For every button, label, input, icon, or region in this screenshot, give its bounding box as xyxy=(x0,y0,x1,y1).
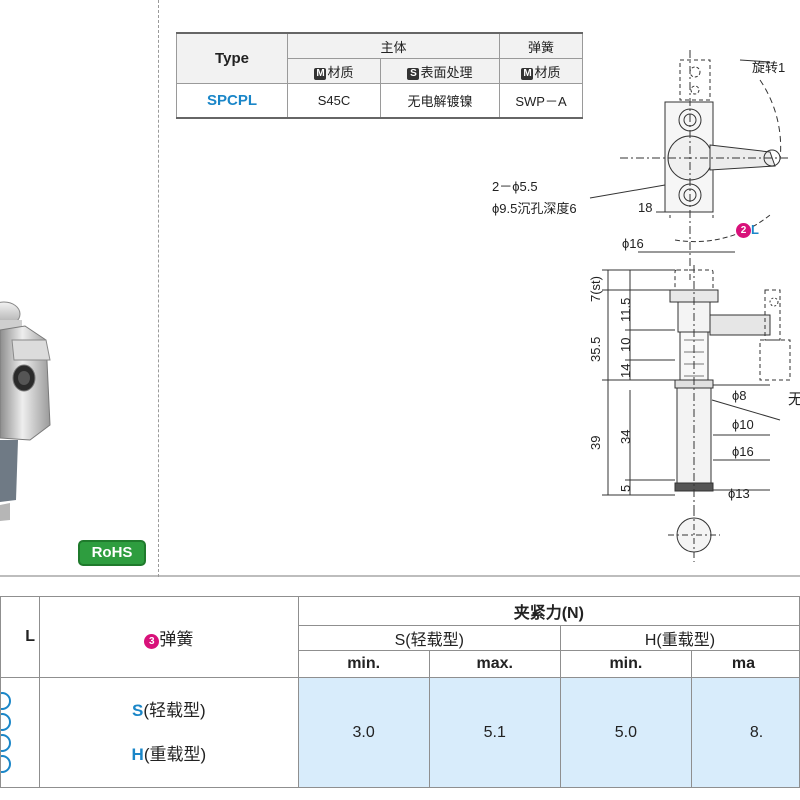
spring-option-s: S(轻载型) xyxy=(40,689,298,733)
dim-18: 18 xyxy=(638,200,653,215)
clamp-force-header: 夹紧力(N) xyxy=(297,596,800,626)
dim-14: 14 xyxy=(618,363,633,378)
hole-label-1: 2－ϕ5.5 xyxy=(492,179,538,194)
dim-7st: 7(st) xyxy=(588,276,603,302)
dim-35-5: 35.5 xyxy=(588,336,603,362)
circle-icon xyxy=(0,692,11,710)
dim-34: 34 xyxy=(618,429,633,444)
side-label: 无 xyxy=(788,391,800,408)
s-max-value: 5.1 xyxy=(428,677,561,788)
dim-d13: ϕ13 xyxy=(728,486,750,501)
badge-2: 2 xyxy=(736,223,751,238)
dim-d16: ϕ16 xyxy=(732,444,754,459)
dim-d8: ϕ8 xyxy=(732,388,747,403)
h-min-value: 5.0 xyxy=(559,677,692,788)
type-header: Type xyxy=(176,32,288,84)
dim-11-5: 11.5 xyxy=(618,297,633,322)
spring-header: 弹簧 xyxy=(499,32,583,59)
s-type-header: S(轻载型) xyxy=(297,625,561,651)
dim-39: 39 xyxy=(588,435,603,450)
surface-label: 表面处理 xyxy=(420,64,473,80)
hole-label-2: ϕ9.5沉孔深度6 xyxy=(492,201,577,216)
circle-icon xyxy=(0,755,11,773)
m-mark-icon: M xyxy=(521,67,534,80)
type-code: SPCPL xyxy=(176,83,288,119)
s-min-value: 3.0 xyxy=(297,677,430,788)
h-rest: (重载型) xyxy=(143,744,207,764)
body-material: S45C xyxy=(287,83,381,119)
s-min-header: min. xyxy=(297,650,430,678)
spring-header-text: 弹簧 xyxy=(159,629,194,649)
spring-options: S(轻载型) H(重载型) xyxy=(39,677,299,788)
drawing-lines xyxy=(589,50,791,562)
material-label: 材质 xyxy=(327,64,354,80)
surface-treatment: 无电解镀镍 xyxy=(380,83,500,119)
badge-3: 3 xyxy=(144,633,160,649)
spring-material: SWP－A xyxy=(499,83,583,119)
h-type-header: H(重载型) xyxy=(559,625,800,651)
s-letter: S xyxy=(132,700,144,720)
m-mark-icon: M xyxy=(314,67,327,80)
dim-d10: ϕ10 xyxy=(732,417,754,432)
body-header: 主体 xyxy=(287,32,500,59)
l-column-header: L xyxy=(0,596,41,678)
h-letter: H xyxy=(131,744,144,764)
h-max-value: 8. xyxy=(690,677,800,788)
spring-option-h: H(重载型) xyxy=(40,733,298,777)
s-mark-icon: S xyxy=(407,67,420,80)
rohs-badge: RoHS xyxy=(78,540,146,566)
circle-icon xyxy=(0,734,11,752)
s-rest: (轻载型) xyxy=(143,700,206,720)
dim-d16-top: ϕ16 xyxy=(622,236,644,251)
h-min-header: min. xyxy=(559,650,692,678)
l-options xyxy=(0,677,41,788)
dim-5: 5 xyxy=(618,484,633,492)
dim-l: L xyxy=(751,222,759,237)
circle-icon xyxy=(0,713,11,731)
h-max-header: ma xyxy=(690,650,800,678)
product-photo: RoHS xyxy=(0,0,158,577)
dim-10: 10 xyxy=(618,337,633,352)
panel-divider xyxy=(158,0,159,577)
s-max-header: max. xyxy=(428,650,561,678)
material-label: 材质 xyxy=(534,64,561,80)
rotate-label: 旋转1 xyxy=(752,60,786,75)
